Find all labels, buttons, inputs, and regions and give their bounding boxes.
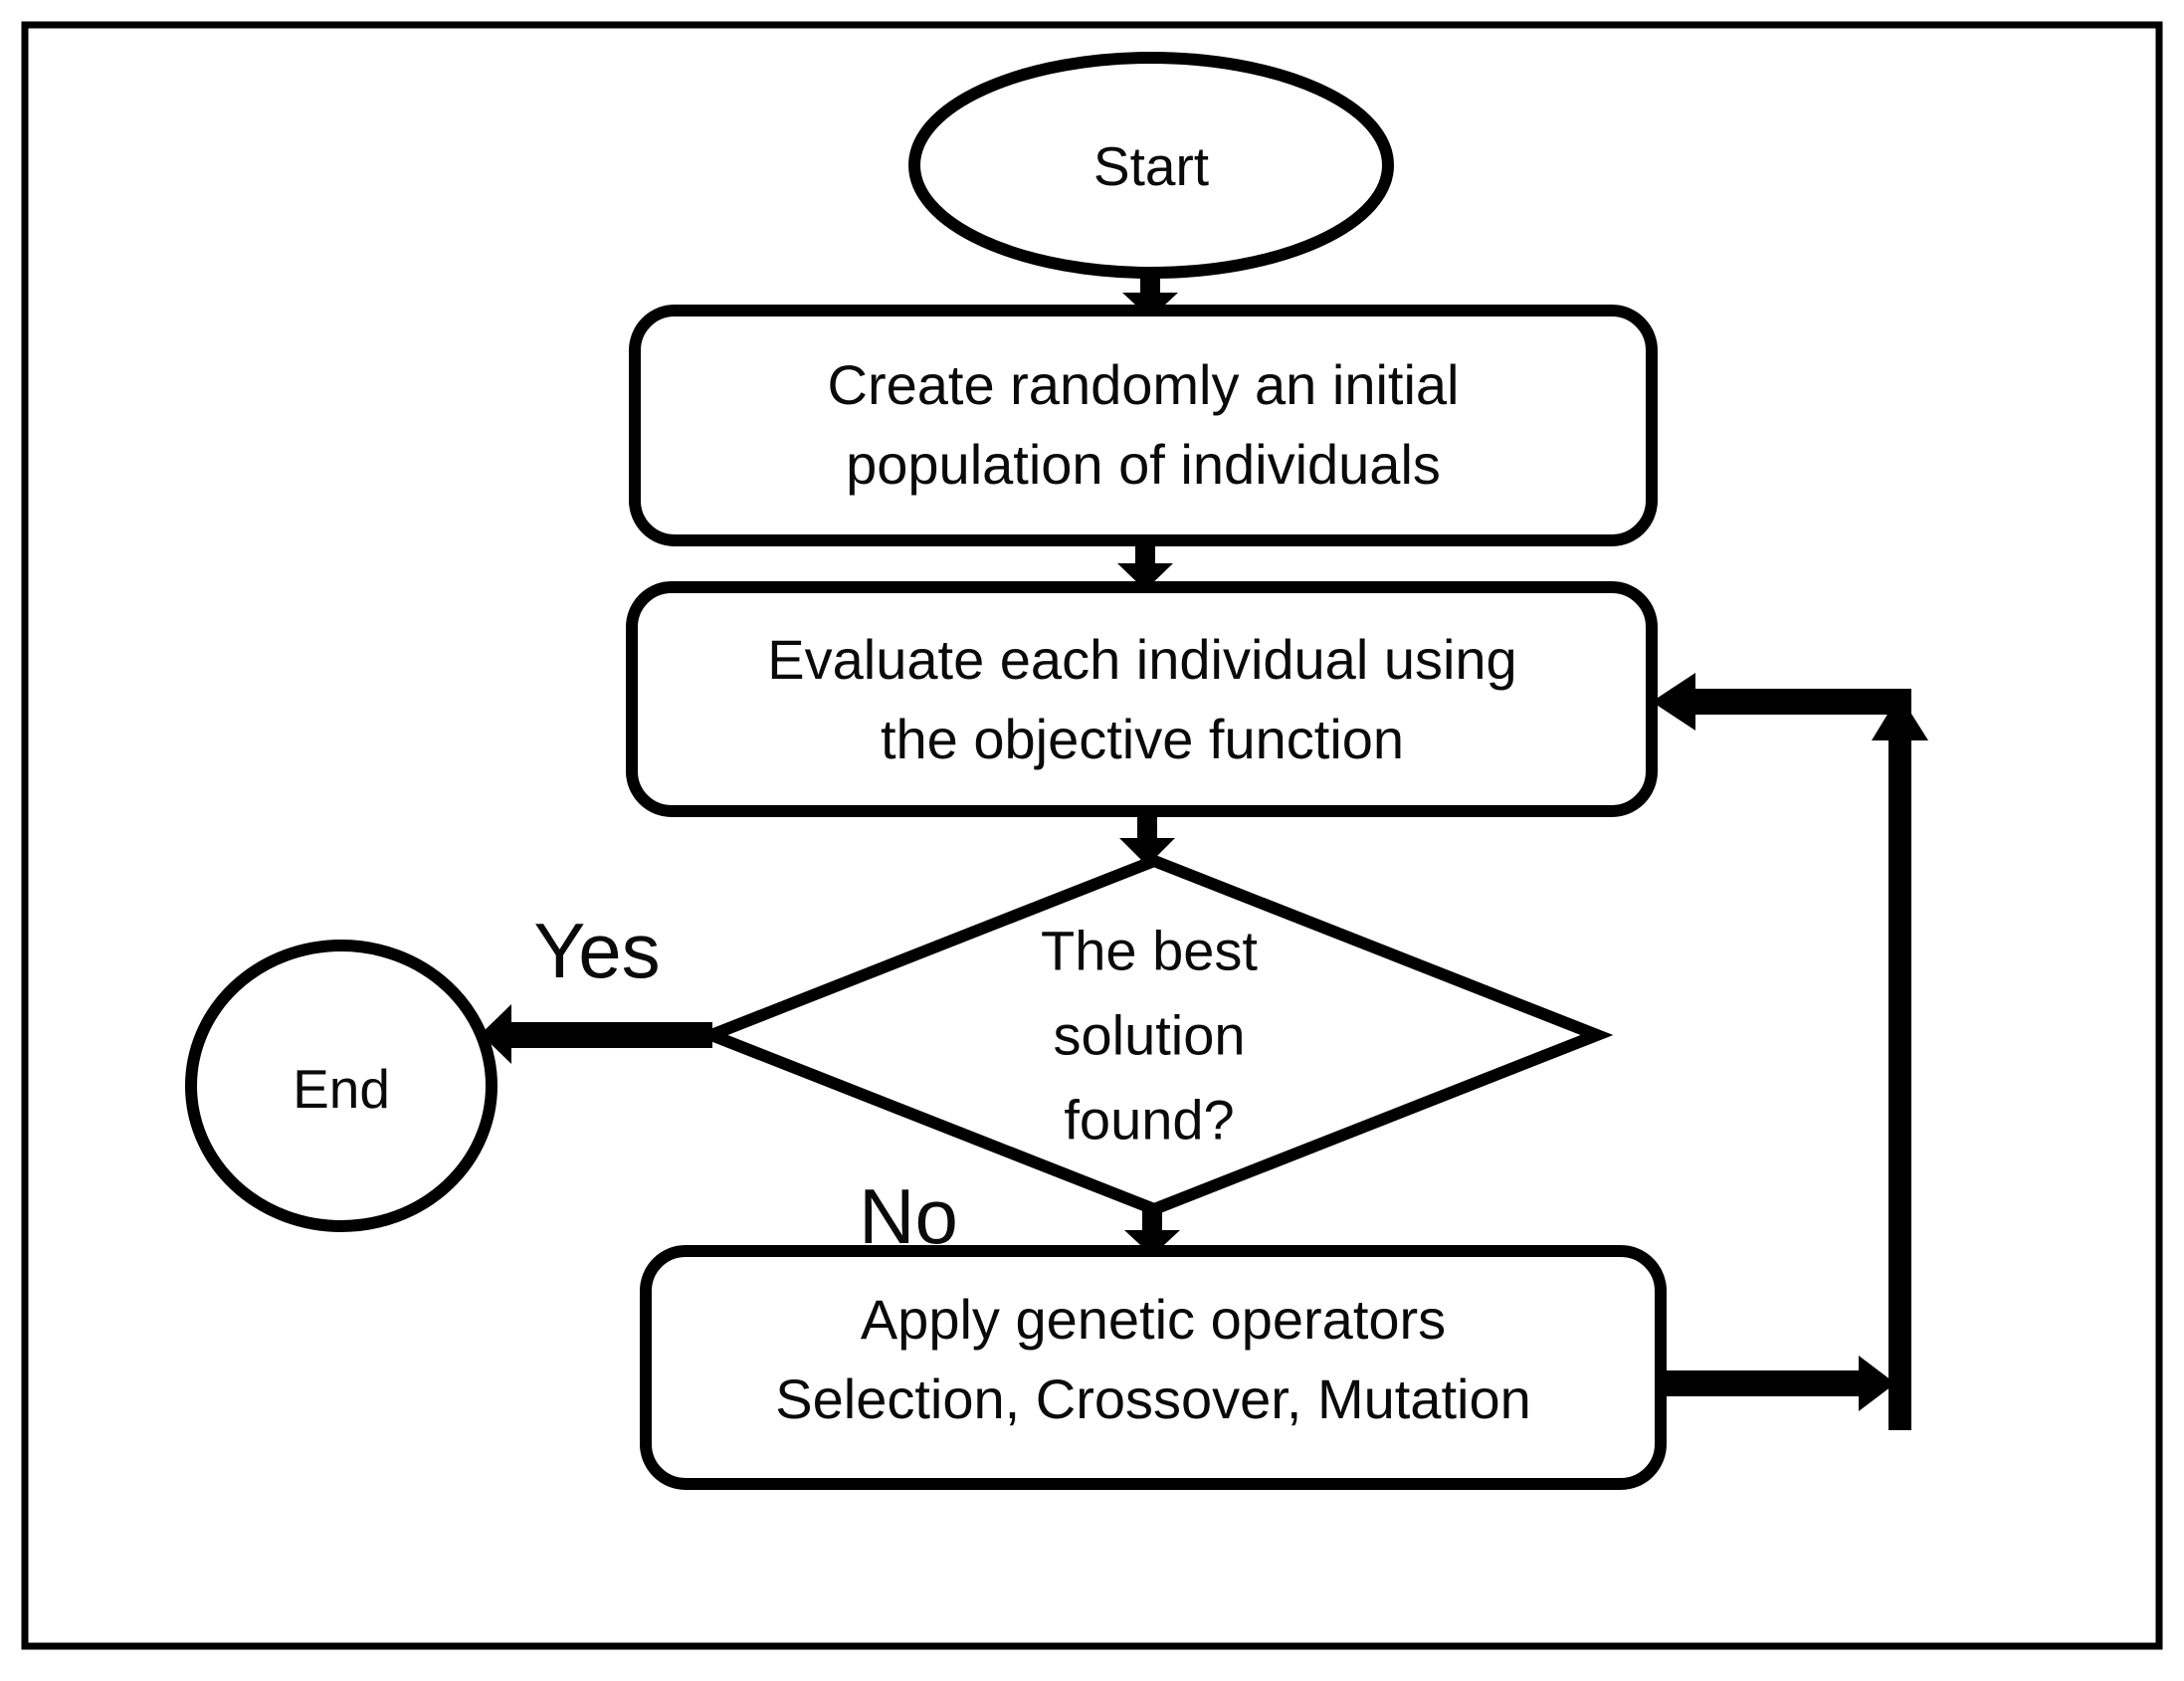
start-node-label: Start <box>1092 135 1210 197</box>
apply-operators-node-label: Apply genetic operators Selection, Cross… <box>775 1288 1531 1430</box>
arrow-decision-to-apply-head-icon <box>1124 1230 1180 1256</box>
loop-line-vertical <box>1888 689 1911 1430</box>
loop-arrow-to-evaluate-bar <box>1691 689 1910 715</box>
loop-arrowhead-left-icon <box>1652 673 1695 731</box>
arrow-create-to-evaluate-head-icon <box>1117 563 1173 590</box>
loop-arrowhead-up-icon <box>1872 695 1928 740</box>
decision-node-label: The best solution found? <box>1041 919 1258 1152</box>
start-node <box>908 52 1394 279</box>
arrow-evaluate-to-decision-head-icon <box>1119 838 1175 866</box>
create-population-node-label: Create randomly an initial population of… <box>827 353 1460 496</box>
decision-node <box>695 854 1614 1216</box>
create-population-node <box>629 305 1658 546</box>
arrow-decision-to-end-head-icon <box>481 1004 511 1064</box>
end-node <box>185 940 497 1232</box>
diagram-border <box>21 21 2163 1650</box>
no-branch-label: No <box>859 1172 958 1260</box>
end-node-label: End <box>293 1058 390 1120</box>
evaluate-node <box>626 581 1658 817</box>
apply-to-loop-arrowhead-icon <box>1859 1356 1895 1411</box>
apply-operators-node <box>640 1245 1667 1490</box>
evaluate-node-label: Evaluate each individual using the objec… <box>767 628 1517 770</box>
apply-to-loop-arrow-bar <box>1664 1370 1869 1396</box>
yes-branch-label: Yes <box>533 907 661 994</box>
arrow-decision-to-end-bar <box>507 1022 712 1048</box>
